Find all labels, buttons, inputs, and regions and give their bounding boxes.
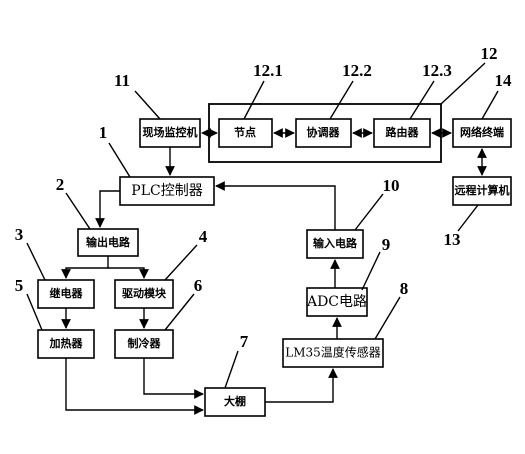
drive-module-box: 驱动模块	[114, 279, 174, 309]
callout-14: 14	[495, 71, 513, 90]
callout-12-2: 12.2	[342, 61, 372, 80]
cooler-label: 制冷器	[128, 336, 162, 350]
link-output-drive	[108, 267, 149, 279]
callout-1: 1	[99, 123, 108, 142]
remote-computer-box: 远程计算机	[452, 176, 512, 206]
output-circuit-box: 输出电路	[77, 228, 139, 257]
callout-3: 3	[15, 225, 24, 244]
callout-8: 8	[400, 279, 409, 298]
link-input-plc	[215, 181, 336, 230]
input-circuit-label: 输入电路	[313, 236, 358, 250]
callout-4: 4	[199, 227, 208, 246]
router-box: 路由器	[373, 118, 431, 148]
callout-12-3: 12.3	[422, 61, 452, 80]
callout-7: 7	[240, 332, 249, 351]
callout-9: 9	[382, 235, 391, 254]
callout-6: 6	[194, 276, 203, 295]
callout-leaders	[26, 62, 499, 389]
link-greenhouse-lm35	[265, 368, 338, 403]
callout-12-1: 12.1	[253, 61, 283, 80]
remote-computer-label: 远程计算机	[455, 183, 510, 197]
heater-label: 加热器	[49, 336, 84, 350]
plc-box: PLC控制器	[119, 176, 215, 206]
greenhouse-box: 大棚	[204, 387, 266, 417]
callout-12: 12	[481, 44, 498, 63]
network-terminal-box: 网络终端	[452, 118, 512, 148]
callout-5: 5	[15, 276, 24, 295]
site-monitor-label: 现场监控机	[143, 125, 198, 139]
adc-label: ADC电路	[306, 294, 367, 310]
lm35-box: LM35温度传感器	[282, 338, 384, 368]
plc-label: PLC控制器	[131, 183, 202, 199]
drive-module-label: 驱动模块	[122, 286, 167, 300]
link-cooler-greenhouse	[143, 358, 204, 399]
lm35-label: LM35温度传感器	[285, 345, 381, 360]
output-circuit-label: 输出电路	[86, 235, 131, 249]
cooler-box: 制冷器	[114, 329, 174, 359]
greenhouse-label: 大棚	[224, 394, 246, 408]
callout-11: 11	[114, 71, 130, 90]
node-box: 节点	[218, 118, 273, 148]
adc-box: ADC电路	[306, 287, 368, 317]
callout-13: 13	[444, 230, 461, 249]
site-monitor-box: 现场监控机	[139, 118, 201, 148]
link-output-relay	[61, 256, 109, 279]
callout-2: 2	[56, 175, 65, 194]
coordinator-label: 协调器	[307, 125, 341, 139]
heater-box: 加热器	[37, 329, 95, 359]
node-label: 节点	[234, 125, 256, 139]
network-terminal-label: 网络终端	[460, 125, 504, 139]
link-plc-output	[95, 190, 120, 228]
router-label: 路由器	[386, 125, 420, 139]
coordinator-box: 协调器	[295, 118, 352, 148]
relay-label: 继电器	[50, 286, 84, 300]
relay-box: 继电器	[37, 279, 95, 309]
link-heater-greenhouse	[65, 358, 204, 415]
callout-10: 10	[383, 176, 400, 195]
input-circuit-box: 输入电路	[306, 229, 364, 259]
